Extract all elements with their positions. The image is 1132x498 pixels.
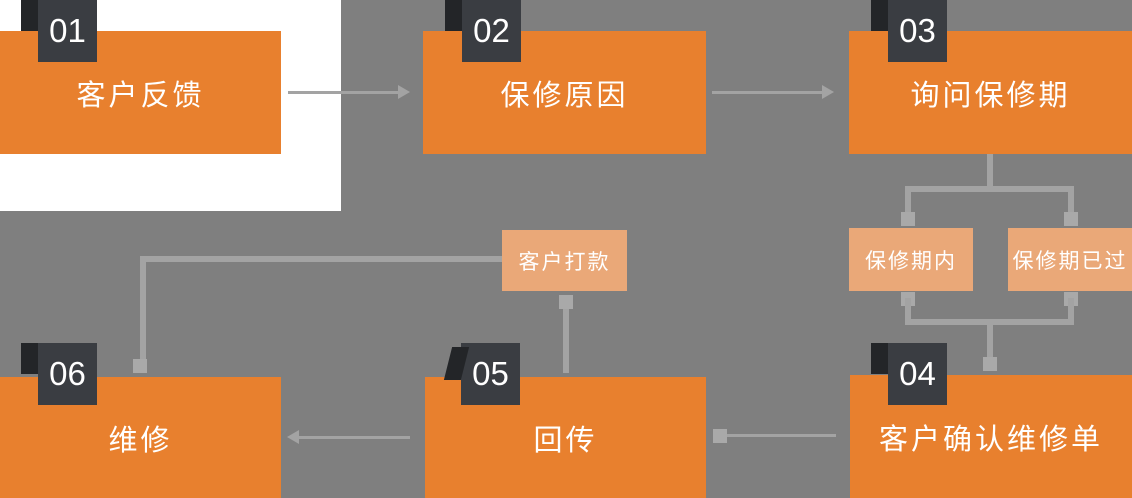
badge-fold	[21, 0, 38, 31]
branch-warranty-expired: 保修期已过	[1008, 228, 1132, 291]
step-number: 01	[49, 12, 86, 49]
badge-fold	[443, 347, 470, 380]
arrowhead-left-icon	[287, 430, 299, 444]
arrowhead-right-icon	[398, 85, 410, 99]
connector-endpoint-square	[133, 359, 147, 373]
connector-merge-stem	[987, 325, 993, 359]
connector-merge-horizontal	[905, 319, 1074, 325]
connector-step2-step3	[712, 91, 822, 94]
note-label: 客户打款	[518, 250, 611, 274]
step-number-badge: 04	[871, 343, 947, 405]
step-number: 04	[899, 355, 936, 392]
connector-payment-vertical	[140, 256, 146, 362]
flow-step-customer-confirm-order: 客户确认维修单	[850, 375, 1132, 498]
connector-step4-step5	[727, 434, 836, 437]
connector-endpoint-square	[1064, 212, 1078, 226]
badge-fold	[21, 343, 38, 374]
connector-payment-stem	[563, 309, 569, 373]
step-label: 维修	[108, 424, 173, 457]
step-label: 客户反馈	[76, 79, 205, 112]
connector-payment-horizontal	[140, 256, 502, 262]
connector-step5-step6	[299, 436, 410, 439]
step-number-badge: 03	[871, 0, 947, 62]
step-number: 05	[472, 355, 509, 392]
step-number-badge: 01	[21, 0, 97, 62]
step-label: 保修原因	[500, 79, 629, 112]
branch-label: 保修期内	[865, 249, 957, 273]
connector-endpoint-square	[901, 212, 915, 226]
badge-fold	[871, 0, 888, 31]
step-number-badge: 02	[445, 0, 521, 62]
step-number-badge: 05	[443, 343, 520, 405]
connector-merge-right-stub	[1068, 298, 1074, 322]
note-customer-payment: 客户打款	[502, 230, 627, 291]
connector-endpoint-square	[713, 429, 727, 443]
connector-endpoint-square	[559, 295, 573, 309]
badge-fold	[871, 343, 888, 374]
connector-branch-right-stub	[1068, 190, 1074, 214]
step-number-badge: 06	[21, 343, 97, 405]
connector-merge-left-stub	[905, 298, 911, 322]
badge-fold	[445, 0, 462, 31]
connector-branch-horizontal	[905, 186, 1074, 192]
connector-step1-step2	[288, 91, 398, 94]
flow-step-customer-feedback: 客户反馈	[0, 31, 281, 154]
branch-within-warranty: 保修期内	[849, 228, 973, 291]
step-label: 询问保修期	[910, 79, 1071, 112]
branch-label: 保修期已过	[1012, 249, 1128, 273]
connector-branch-stem	[987, 154, 993, 190]
step-label: 回传	[533, 424, 598, 457]
step-number: 03	[899, 12, 936, 49]
step-number: 06	[49, 355, 86, 392]
connector-endpoint-square	[983, 357, 997, 371]
arrowhead-right-icon	[822, 85, 834, 99]
step-number: 02	[473, 12, 510, 49]
step-label: 客户确认维修单	[878, 423, 1103, 456]
connector-branch-left-stub	[905, 190, 911, 214]
